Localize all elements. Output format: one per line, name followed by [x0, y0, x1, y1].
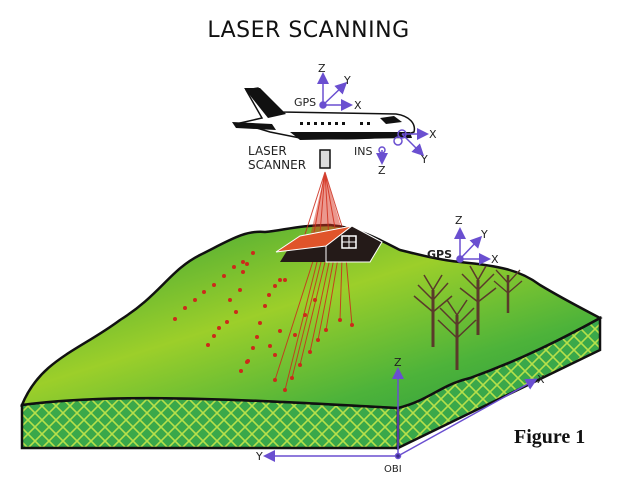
house [275, 225, 383, 263]
ground-gps-y-label: Y [480, 228, 488, 241]
ins-label: INS [354, 145, 372, 158]
ground-gps-label: GPS [427, 248, 452, 261]
aircraft-gps-axes [317, 72, 353, 111]
laser-return-points [173, 251, 354, 392]
tree-icon [459, 265, 497, 335]
gps-z-label: Z [318, 62, 326, 75]
gps-y-label: Y [343, 74, 351, 87]
origin-axes [263, 367, 538, 462]
laser-scanner-icon [319, 149, 331, 169]
origin-y-label: Y [255, 450, 263, 463]
ins-axes [376, 128, 429, 165]
origin-z-label: Z [394, 356, 402, 369]
aircraft-gps-label: GPS [294, 96, 316, 109]
ground-gps-x-label: X [491, 253, 499, 266]
ins-z-label: Z [378, 164, 386, 177]
scanner-label-line2: SCANNER [248, 158, 306, 172]
tree-icon [437, 299, 477, 370]
tree-icon [493, 269, 523, 313]
origin-x-label: X [537, 373, 545, 386]
tree-icon [413, 274, 453, 347]
ins-x-label: X [429, 128, 437, 141]
trees [413, 265, 523, 370]
airplane [232, 87, 416, 140]
ins-y-label: Y [420, 153, 428, 166]
figure-label: Figure 1 [514, 426, 586, 448]
gps-x-label: X [354, 99, 362, 112]
origin-label: OBI [384, 464, 402, 475]
scanner-label-line1: LASER [248, 144, 287, 158]
diagram-title: LASER SCANNING [207, 18, 410, 43]
ground-gps-axes [454, 227, 491, 265]
ground-gps-z-label: Z [455, 214, 463, 227]
